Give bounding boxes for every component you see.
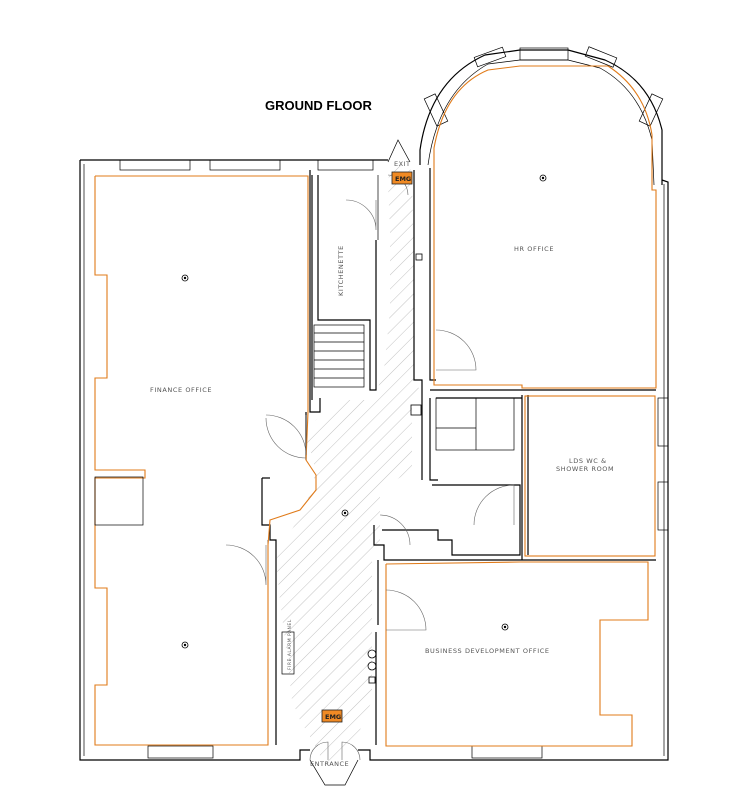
business-office-boundary: [385, 561, 649, 747]
outer-wall-east: [358, 179, 669, 761]
fire-alarm-panel-label: FIRE ALARM PANEL: [287, 619, 293, 670]
emg-marker-entrance: EMG: [321, 709, 343, 723]
lds-wc-label-line1: LDS WC &: [569, 457, 607, 465]
svg-text:EMG: EMG: [325, 713, 341, 721]
hr-office-boundary: [433, 65, 657, 389]
finance-office-boundary: [94, 175, 317, 746]
plan-title: GROUND FLOOR: [265, 98, 372, 113]
lds-wc-label-line2: SHOWER ROOM: [556, 465, 614, 473]
kitchenette-label: KITCHENETTE: [337, 245, 345, 296]
entrance-label: ENTRANCE: [310, 760, 349, 768]
door-swings: [225, 174, 515, 761]
exit-label: EXIT: [394, 160, 410, 168]
fire-alarm-panel: [281, 631, 295, 675]
emg-marker-exit: EMG: [391, 171, 413, 185]
stairs-north: [313, 324, 365, 388]
hr-bay-window: [419, 49, 663, 185]
outer-wall-west: [79, 160, 310, 761]
svg-text:EMG: EMG: [395, 175, 411, 183]
ceiling-points: [181, 174, 547, 649]
lds-wc-boundary: [524, 395, 656, 557]
corridor-hatch: [276, 165, 420, 765]
business-office-label: BUSINESS DEVELOPMENT OFFICE: [425, 647, 550, 655]
finance-office-label: FINANCE OFFICE: [150, 386, 212, 394]
hr-office-label: HR OFFICE: [514, 245, 554, 253]
